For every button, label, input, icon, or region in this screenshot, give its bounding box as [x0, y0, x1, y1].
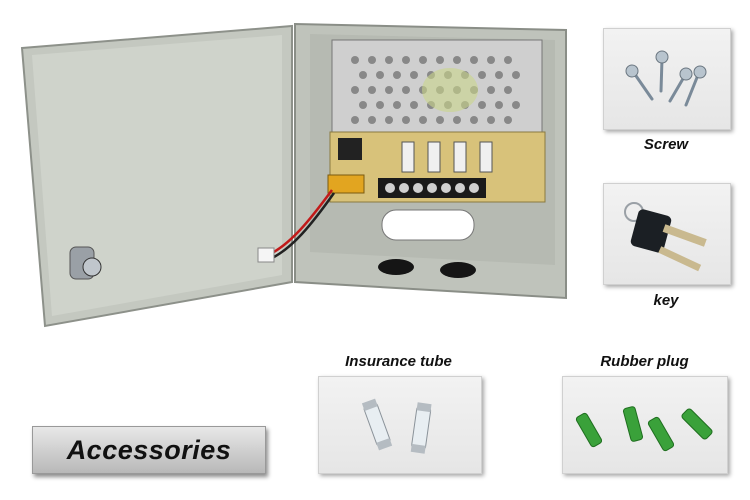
grommet	[378, 259, 414, 275]
input-terminal	[327, 174, 365, 194]
door-switch-connector	[257, 247, 275, 263]
accessory-tile-rubber-plug	[562, 376, 728, 474]
power-supply-box-image	[20, 22, 567, 328]
cable-slot	[381, 209, 475, 241]
black-wire	[269, 192, 336, 261]
accessory-tile-key	[603, 183, 731, 285]
power-switch	[338, 138, 362, 160]
accessories-title-badge: Accessories	[32, 426, 266, 474]
accessories-title: Accessories	[66, 434, 232, 465]
plug-icon	[575, 406, 713, 452]
caption-screw: Screw	[643, 136, 689, 153]
caption-key: key	[653, 292, 679, 309]
caption-rubber-plug: Rubber plug	[600, 353, 689, 370]
screw-icon	[625, 50, 707, 107]
grommet	[440, 262, 476, 278]
accessory-tile-fuse	[318, 376, 482, 474]
key-icon	[624, 202, 707, 272]
fuse-icon	[361, 398, 432, 454]
red-wire	[267, 189, 334, 257]
accessory-tile-screw	[603, 28, 731, 130]
fuse-holders	[401, 141, 493, 173]
caption-insurance-tube: Insurance tube	[345, 353, 452, 370]
